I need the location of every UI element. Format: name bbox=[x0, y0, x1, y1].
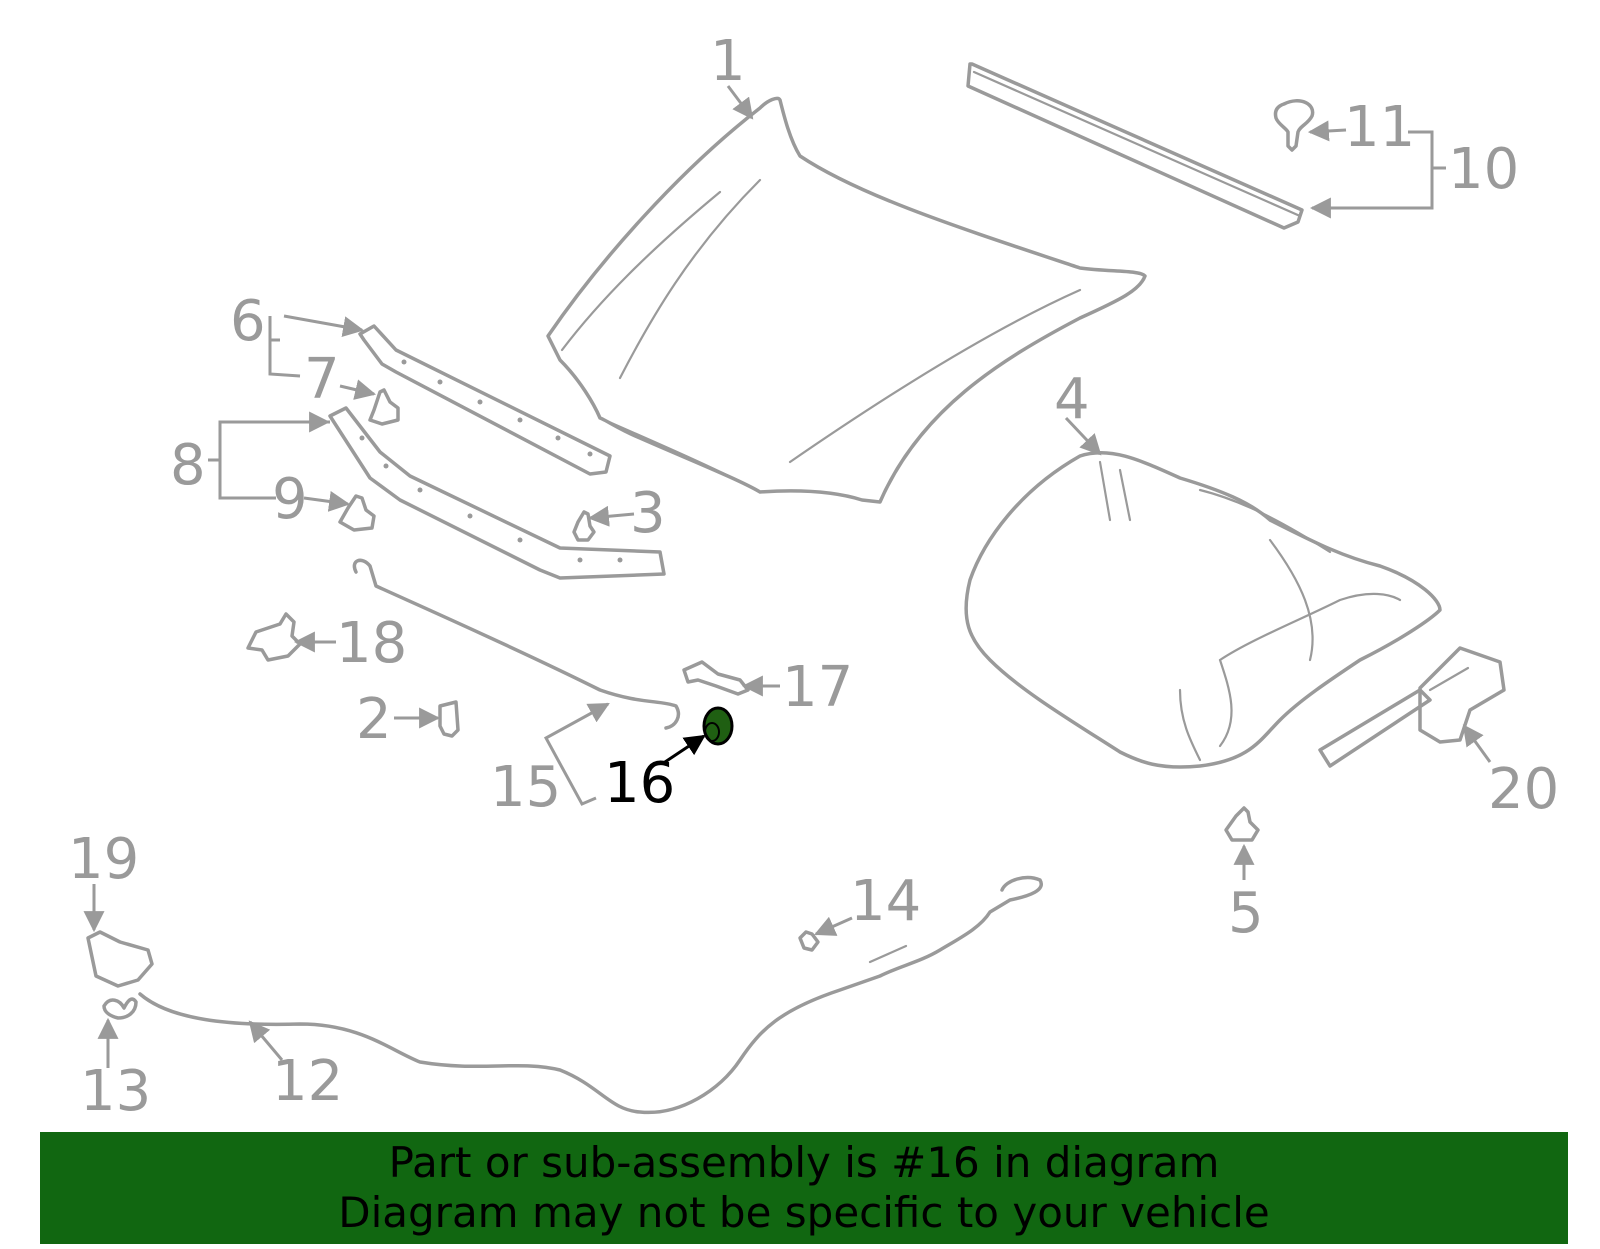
callout-3: 3 bbox=[630, 481, 666, 546]
clip-part-9 bbox=[338, 494, 376, 532]
clip-part-14 bbox=[798, 930, 820, 952]
callout-15: 15 bbox=[490, 755, 561, 820]
lock-part bbox=[86, 930, 154, 988]
callout-2: 2 bbox=[356, 687, 392, 752]
callout-4: 4 bbox=[1054, 367, 1090, 432]
hood-part bbox=[546, 96, 1147, 504]
leader-lines bbox=[83, 85, 1492, 1068]
callout-18: 18 bbox=[336, 611, 407, 676]
clip-part-13 bbox=[102, 997, 138, 1020]
callout-7: 7 bbox=[304, 347, 340, 412]
callout-17: 17 bbox=[782, 655, 853, 720]
holder-part bbox=[682, 660, 750, 696]
callout-8: 8 bbox=[170, 433, 206, 498]
callout-10: 10 bbox=[1448, 137, 1519, 202]
release-cable-part bbox=[138, 875, 1043, 1115]
support-rod-part bbox=[352, 558, 681, 730]
callout-16: 16 bbox=[604, 751, 675, 816]
callout-6: 6 bbox=[230, 289, 266, 354]
callout-20: 20 bbox=[1488, 757, 1559, 822]
clip-part-7 bbox=[368, 388, 400, 426]
callout-11: 11 bbox=[1344, 95, 1415, 160]
seal-strip-part bbox=[358, 324, 612, 476]
callout-12: 12 bbox=[272, 1049, 343, 1114]
grommet-part-16 bbox=[702, 706, 734, 746]
callout-labels: 1 2 3 4 5 6 7 8 9 10 11 12 13 14 15 16 1… bbox=[68, 29, 1559, 1124]
latch-clip-part bbox=[246, 612, 302, 662]
weatherstrip-part bbox=[966, 62, 1304, 230]
bumper-part-2 bbox=[438, 700, 460, 738]
info-banner: Part or sub-assembly is #16 in diagram D… bbox=[40, 1132, 1568, 1244]
callout-5: 5 bbox=[1228, 881, 1264, 946]
info-banner-line-1: Part or sub-assembly is #16 in diagram bbox=[388, 1138, 1220, 1187]
callout-19: 19 bbox=[68, 827, 139, 892]
callout-1: 1 bbox=[710, 29, 746, 94]
seal-strip-lower-part bbox=[328, 406, 666, 580]
callout-9: 9 bbox=[272, 467, 308, 532]
hinge-part bbox=[1318, 646, 1506, 768]
clip-part-3 bbox=[572, 510, 596, 542]
callout-14: 14 bbox=[850, 869, 921, 934]
callout-13: 13 bbox=[80, 1059, 151, 1124]
clip-part-11 bbox=[1273, 99, 1315, 152]
bumper-part-5 bbox=[1224, 806, 1260, 842]
info-banner-line-2: Diagram may not be specific to your vehi… bbox=[338, 1188, 1270, 1237]
insulator-part bbox=[964, 451, 1442, 769]
